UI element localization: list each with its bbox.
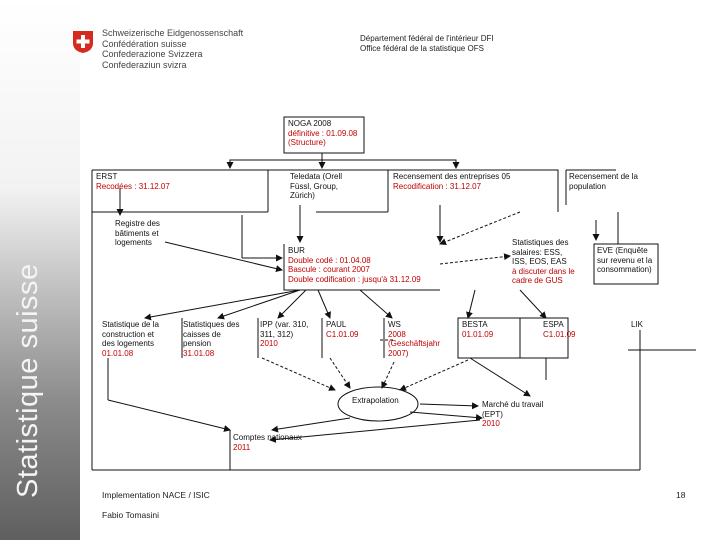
teledata-box: Teledata (Orell Füssl, Group, Zürich) — [290, 172, 342, 201]
confederation-line: Confederazione Svizzera — [102, 49, 203, 59]
noga-date: définitive : 01.09.08 — [288, 128, 358, 138]
confederation-line: Schweizerische Eidgenossenschaft — [102, 28, 244, 38]
pension-line: Statistiques des — [183, 320, 240, 329]
teledata-line: Füssl, Group, — [290, 181, 339, 191]
footer-author: Fabio Tomasini — [102, 510, 160, 520]
ipp-box: IPP (var. 310, 311, 312) 2010 — [260, 320, 308, 349]
statistique-construction-box: Statistique de la construction et des lo… — [102, 320, 159, 358]
noga-box-frame — [283, 116, 365, 154]
recensement-entreprises-box: Recensement des entreprises 05 Recodific… — [393, 172, 510, 191]
salaires-line: Statistiques des — [512, 238, 569, 247]
bur-line: Double codé : 01.04.08 — [288, 255, 371, 265]
marche-travail-box: Marché du travail (EPT) 2010 — [482, 400, 543, 429]
sidebar-photo: Statistique suisse — [0, 0, 80, 540]
ipp-line: 311, 312) — [260, 329, 294, 339]
extrapolation-label: Extrapolation — [352, 396, 399, 406]
bur-box: BUR Double codé : 01.04.08 Bascule : cou… — [288, 246, 421, 284]
salaires-line: ISS, EOS, EAS — [512, 257, 567, 266]
paul-date: C1.01.09 — [326, 329, 359, 339]
confederation-line: Confédération suisse — [102, 38, 187, 49]
confederation-line: Confederaziun svizra — [102, 59, 187, 70]
recensement-population-line: Recensement de la — [569, 172, 638, 181]
eve-line: EVE (Enquête — [597, 246, 648, 255]
recensement-entreprises-title: Recensement des entreprises 05 — [393, 172, 511, 181]
espa-box: ESPA C1.01.09 — [543, 320, 575, 339]
ws-line: (Geschäftsjahr — [388, 339, 441, 348]
pension-line: pension — [183, 339, 212, 348]
erst-title: ERST — [96, 172, 118, 181]
paul-box: PAUL C1.01.09 — [326, 320, 358, 339]
marche-line: Marché du travail — [482, 400, 544, 409]
construction-line: construction et — [102, 329, 155, 339]
construction-line: des logements — [102, 339, 155, 348]
bur-line: Bascule : courant 2007 — [288, 265, 370, 274]
ipp-date: 2010 — [260, 339, 278, 348]
bur-title: BUR — [288, 246, 305, 255]
footer-title: Implementation NACE / ISIC — [102, 490, 210, 500]
besta-title: BESTA — [462, 320, 488, 329]
department-header: Département fédéral de l'intérieur DFI O… — [360, 34, 494, 54]
ws-line: 2008 — [388, 329, 406, 339]
caisses-pension-box: Statistiques des caisses de pension 31.0… — [183, 320, 239, 358]
confederation-names: Schweizerische Eidgenossenschaft Confédé… — [102, 28, 243, 70]
registre-line: Registre des — [115, 219, 160, 228]
salaires-note: à discuter dans le — [512, 266, 575, 276]
office-name: Office fédéral de la statistique OFS — [360, 44, 484, 53]
lik-title: LIK — [631, 320, 644, 329]
statistiques-salaires-box: Statistiques des salaires: ESS, ISS, EOS… — [512, 238, 575, 286]
recensement-population-line: population — [569, 181, 606, 191]
noga-box: NOGA 2008 définitive : 01.09.08 (Structu… — [288, 119, 357, 148]
registre-batiments-box: Registre des bâtiments et logements — [115, 219, 160, 248]
pension-line: caisses de — [183, 329, 221, 339]
construction-line: Statistique de la — [102, 320, 159, 329]
recensement-entreprises-date: Recodification : 31.12.07 — [393, 181, 482, 191]
ipp-line: IPP (var. 310, — [260, 320, 309, 329]
salaires-line: salaires: ESS, — [512, 247, 563, 257]
ws-line: 2007) — [388, 348, 409, 358]
construction-date: 01.01.08 — [102, 348, 134, 358]
noga-structure: (Structure) — [288, 138, 326, 147]
marche-date: 2010 — [482, 419, 500, 428]
pension-date: 31.01.08 — [183, 348, 215, 358]
lik-box: LIK — [631, 320, 643, 330]
eve-line: sur revenu et la — [597, 255, 653, 265]
extrapolation-text: Extrapolation — [352, 396, 399, 405]
salaires-note: cadre de GUS — [512, 276, 563, 285]
registre-line: logements — [115, 238, 152, 247]
noga-title: NOGA 2008 — [288, 119, 332, 128]
recensement-population-box: Recensement de la population — [569, 172, 638, 191]
eve-line: consommation) — [597, 265, 652, 274]
espa-title: ESPA — [543, 320, 564, 329]
comptes-nationaux-box: Comptes nationaux 2011 — [233, 433, 302, 452]
espa-date: C1.01.09 — [543, 329, 576, 339]
paul-title: PAUL — [326, 320, 347, 329]
swiss-cross-icon — [73, 31, 93, 53]
erst-date: Recodées : 31.12.07 — [96, 181, 170, 191]
besta-box: BESTA 01.01.09 — [462, 320, 493, 339]
eve-box: EVE (Enquête sur revenu et la consommati… — [597, 246, 652, 275]
erst-box: ERST Recodées : 31.12.07 — [96, 172, 170, 191]
page-number: 18 — [676, 490, 686, 500]
bur-line: Double codification : jusqu'à 31.12.09 — [288, 274, 421, 284]
registre-line: bâtiments et — [115, 228, 159, 238]
marche-line: (EPT) — [482, 409, 503, 419]
ws-title: WS — [388, 320, 401, 329]
comptes-date: 2011 — [233, 442, 251, 452]
teledata-line: Zürich) — [290, 191, 315, 200]
ws-box: WS 2008 (Geschäftsjahr 2007) — [388, 320, 440, 358]
besta-date: 01.01.09 — [462, 329, 494, 339]
comptes-title: Comptes nationaux — [233, 433, 302, 442]
teledata-line: Teledata (Orell — [290, 172, 343, 181]
department-name: Département fédéral de l'intérieur DFI — [360, 34, 494, 43]
